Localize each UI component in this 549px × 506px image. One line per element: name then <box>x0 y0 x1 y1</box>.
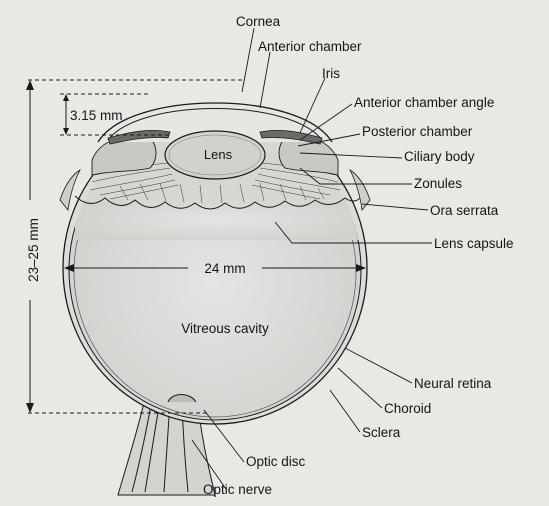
ora-serrata-label: Ora serrata <box>430 203 499 218</box>
optic-nerve-label: Optic nerve <box>203 482 272 497</box>
neural-retina-label: Neural retina <box>414 376 492 391</box>
anterior-chamber-label: Anterior chamber <box>258 39 362 54</box>
zonules-label: Zonules <box>414 176 462 191</box>
ciliary-body-label: Ciliary body <box>404 149 475 164</box>
lens-capsule-label: Lens capsule <box>434 236 514 251</box>
chamber-depth-label: 3.15 mm <box>70 108 123 123</box>
choroid-label: Choroid <box>384 401 431 416</box>
sclera-label: Sclera <box>362 425 401 440</box>
posterior-chamber-label: Posterior chamber <box>362 124 473 139</box>
anterior-chamber-angle-label: Anterior chamber angle <box>354 95 494 110</box>
iris-label: Iris <box>322 66 340 81</box>
cornea-label: Cornea <box>236 14 281 29</box>
axial-length-label: 23–25 mm <box>26 218 41 282</box>
lens-label: Lens <box>204 147 233 162</box>
diameter-label: 24 mm <box>204 261 245 276</box>
vitreous-cavity-label: Vitreous cavity <box>181 321 269 336</box>
optic-disc-label: Optic disc <box>246 454 306 469</box>
